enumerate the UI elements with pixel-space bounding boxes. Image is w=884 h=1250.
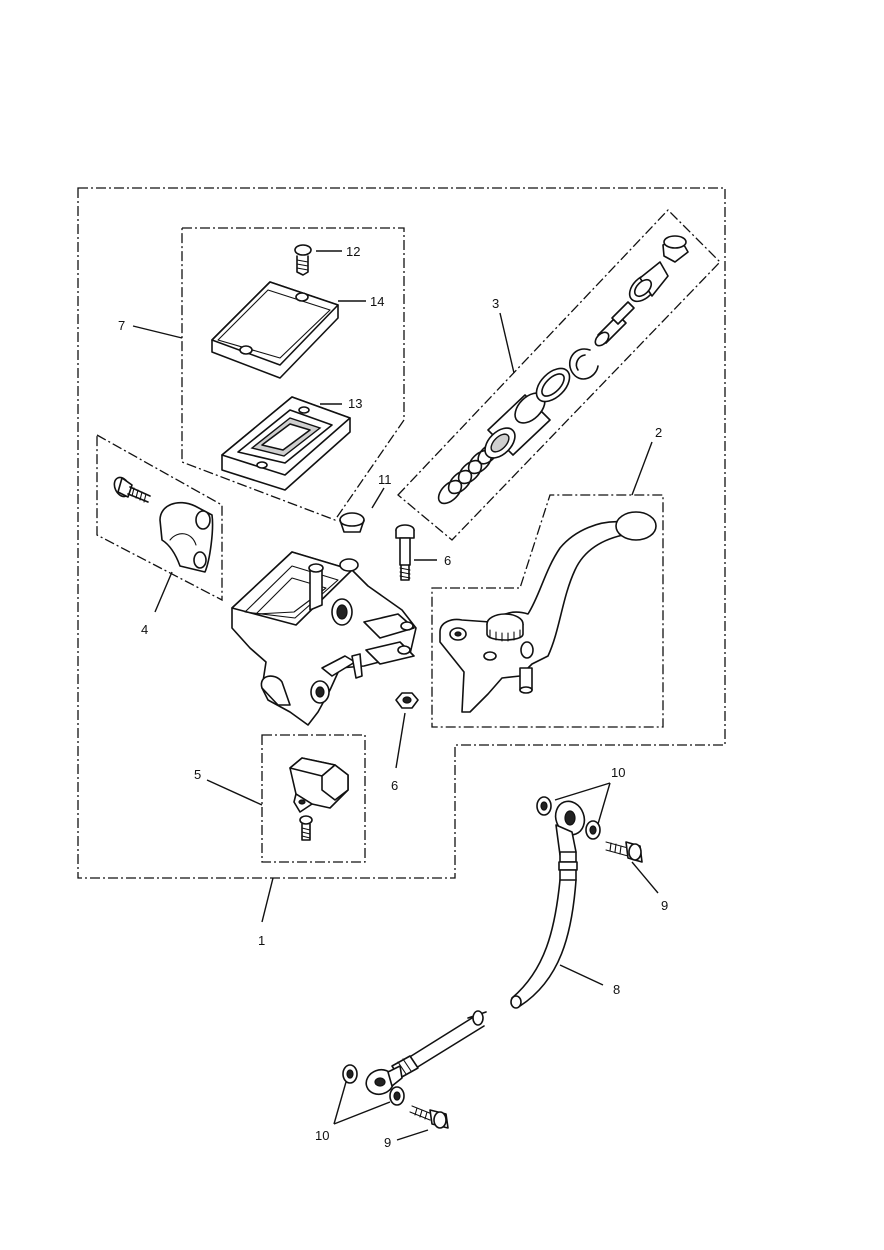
clamp-group-boundary: [96, 433, 223, 602]
callout-9-upper: 9: [661, 898, 668, 913]
callout-10-lower: 10: [315, 1128, 329, 1143]
callout-2: 2: [655, 425, 662, 440]
rubber-plug: [339, 512, 365, 533]
reservoir-cap: [211, 281, 339, 379]
upper-washer-b: [585, 820, 601, 840]
return-spring: [437, 443, 499, 505]
callout-12: 12: [346, 244, 360, 259]
lower-banjo-bolt: [409, 1105, 449, 1129]
handlebar-clamp: [159, 501, 214, 573]
piston-kit-group-boundary: [397, 209, 721, 541]
brake-hose-assembly: [342, 796, 643, 1129]
cap-screw: [294, 244, 312, 276]
dust-boot: [628, 261, 669, 303]
pushrod: [594, 301, 635, 347]
callout-14: 14: [370, 294, 384, 309]
circlip: [568, 348, 599, 380]
piston-seal: [535, 367, 571, 403]
callout-8: 8: [613, 982, 620, 997]
upper-washer-a: [536, 796, 552, 816]
clamp-parts: [113, 476, 214, 573]
piston-kit-parts: [437, 235, 689, 505]
clamp-bolt: [113, 476, 151, 503]
reservoir-diaphragm: [221, 396, 351, 491]
piston: [484, 392, 551, 459]
master-cylinder-body: [231, 551, 417, 726]
callout-10-upper: 10: [611, 765, 625, 780]
reservoir-cap-parts: [211, 244, 351, 491]
lower-banjo: [365, 1065, 403, 1096]
callout-9-lower: 9: [384, 1135, 391, 1150]
brake-hose: [391, 851, 578, 1079]
switch-group-boundary: [261, 734, 366, 863]
lever-group-boundary: [431, 494, 664, 728]
callout-11: 11: [378, 472, 392, 487]
upper-banjo: [554, 800, 586, 856]
lower-washer-b: [389, 1086, 405, 1106]
callout-3: 3: [492, 296, 499, 311]
pivot-nut: [395, 692, 419, 709]
callout-6-bolt: 6: [444, 553, 451, 568]
reservoir-cap-group-boundary: [181, 227, 405, 521]
small-hardware: [339, 512, 419, 709]
leader-lines: [132, 250, 659, 1141]
callout-6-nut: 6: [391, 778, 398, 793]
callout-numbers: 1 2 3 4 5 6 6 7 8 9 9 10 10 11 12 13 14: [118, 244, 668, 1150]
brake-lever: [439, 511, 657, 713]
pushrod-cap: [662, 235, 689, 263]
assembly-1-boundary: [77, 187, 726, 879]
callout-1: 1: [258, 933, 265, 948]
upper-banjo-bolt: [605, 841, 643, 863]
callout-4: 4: [141, 622, 148, 637]
brake-light-switch: [289, 757, 349, 841]
callout-5: 5: [194, 767, 201, 782]
pivot-bolt: [395, 524, 415, 581]
callout-7: 7: [118, 318, 125, 333]
callout-13: 13: [348, 396, 362, 411]
assembly-boundaries: [77, 187, 726, 879]
switch-screw: [299, 815, 313, 841]
lower-washer-a: [342, 1064, 358, 1084]
